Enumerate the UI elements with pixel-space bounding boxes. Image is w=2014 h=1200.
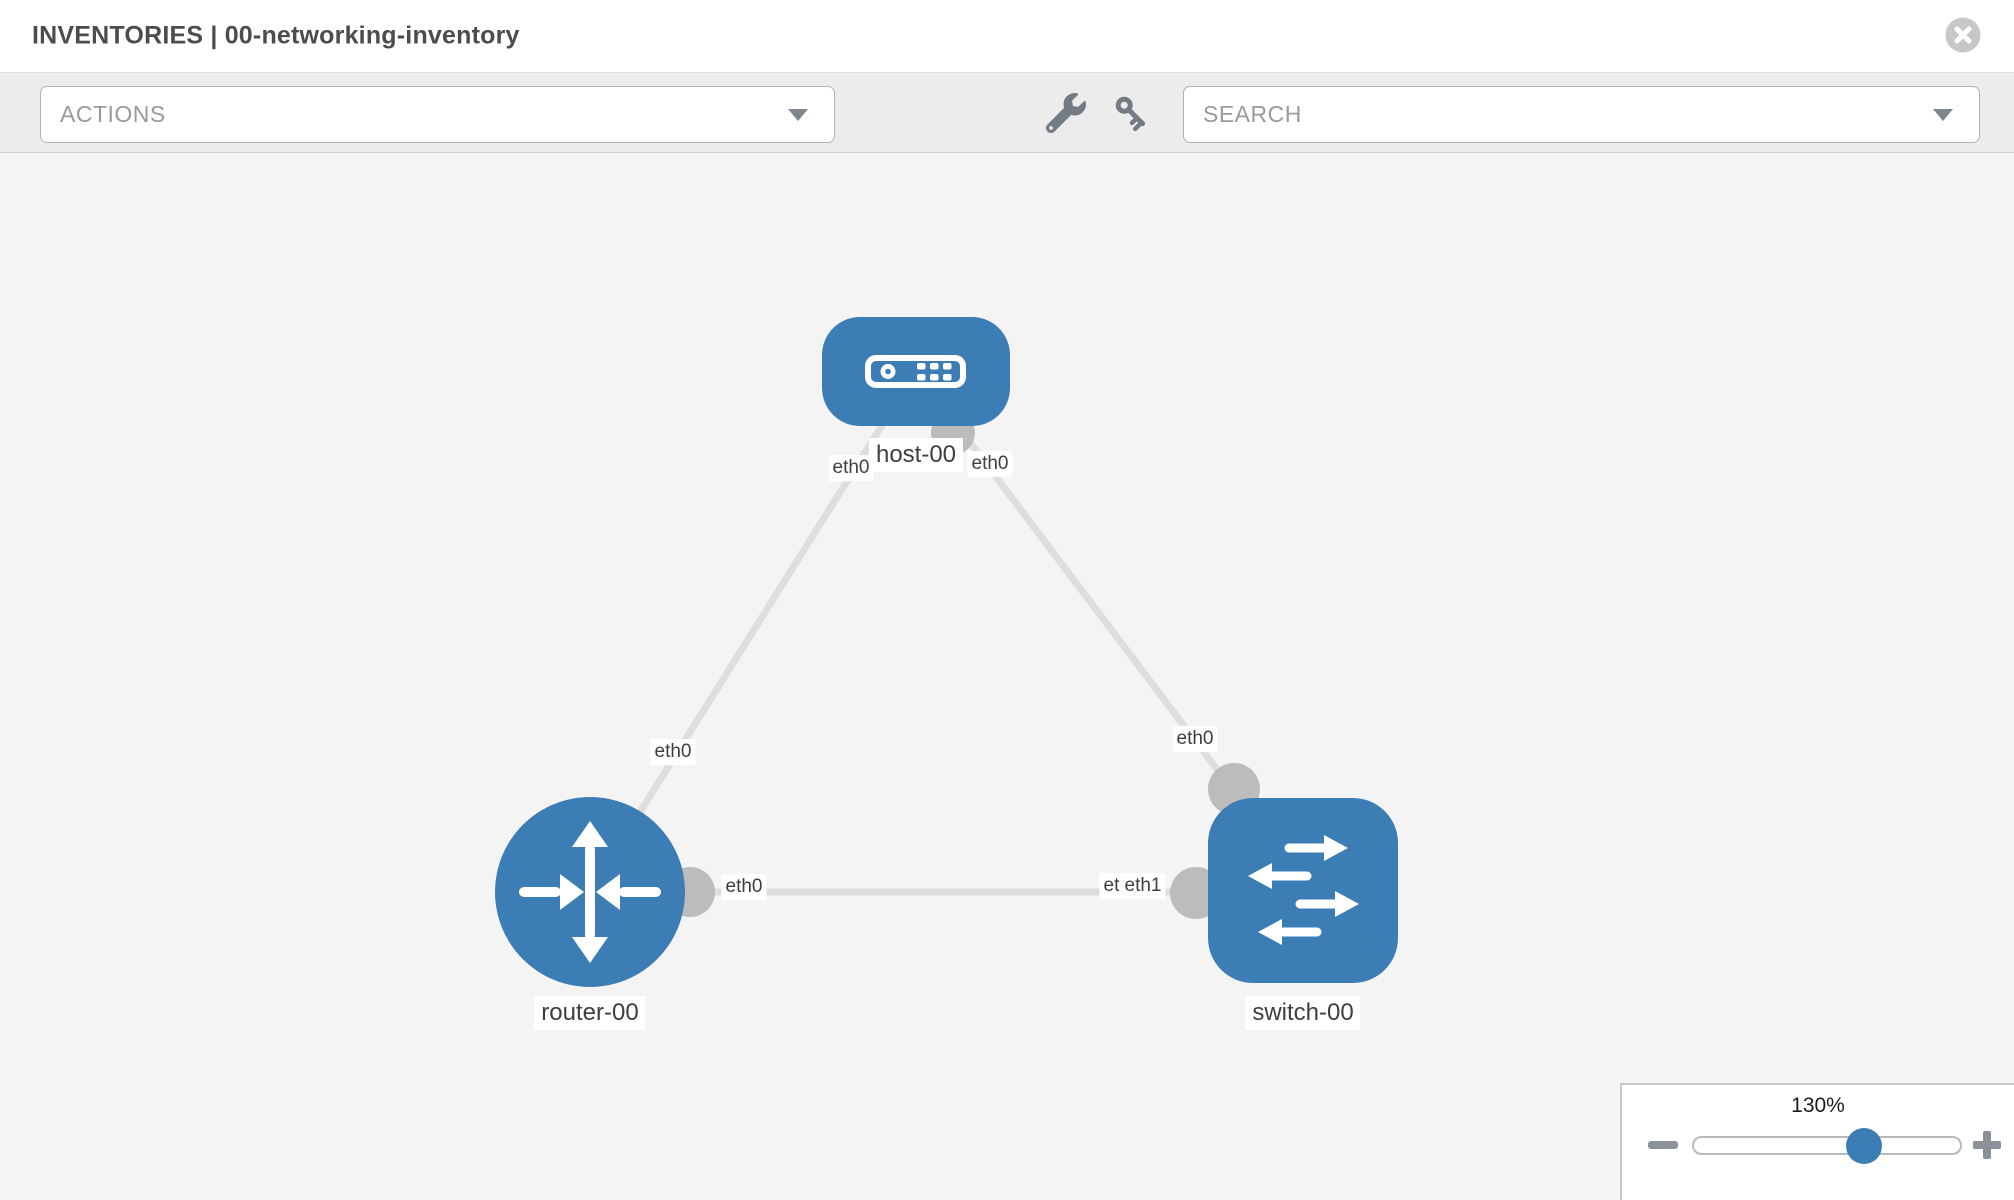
interface-label: eth0 [650,739,696,765]
interface-label: eth0 [967,451,1013,477]
node-switch-00[interactable] [1208,798,1398,983]
node-router-00[interactable] [495,797,685,987]
search-dropdown-label: SEARCH [1203,101,1302,127]
interface-label: eth0 [721,874,767,900]
zoom-slider-track[interactable] [1692,1128,1962,1164]
actions-dropdown[interactable]: ACTIONS [40,86,835,143]
host-icon [865,355,966,388]
key-icon[interactable] [1112,93,1152,133]
plus-icon[interactable] [1973,1131,2001,1159]
caret-down-icon [788,108,808,121]
interface-label: eth0 [828,455,874,481]
page-title: INVENTORIES | 00-networking-inventory [32,21,520,50]
zoom-value: 130% [1791,1094,1845,1117]
switch-icon [1248,835,1359,945]
node-label-router: router-00 [534,996,646,1030]
node-label-switch: switch-00 [1245,996,1361,1030]
minus-icon[interactable] [1648,1141,1678,1149]
interface-label: eth0 [1172,726,1218,752]
node-host-00[interactable] [822,317,1010,426]
node-label-host: host-00 [868,438,964,472]
actions-dropdown-label: ACTIONS [60,101,166,127]
interface-label: eth1 [1120,873,1166,899]
topology-canvas[interactable]: eth0 eth0 eth0 eth0 eth0 eth0 eth1 host-… [0,153,2014,1200]
wrench-icon[interactable] [1045,93,1086,134]
zoom-slider-knob[interactable] [1846,1128,1883,1164]
toolbar: ACTIONS SEARCH [0,72,2014,153]
router-icon [519,821,661,963]
close-icon[interactable] [1945,17,1981,53]
zoom-panel: 130% [1620,1083,2014,1200]
header-bar: INVENTORIES | 00-networking-inventory [0,0,2014,72]
search-dropdown[interactable]: SEARCH [1183,86,1980,143]
caret-down-icon [1933,108,1953,121]
